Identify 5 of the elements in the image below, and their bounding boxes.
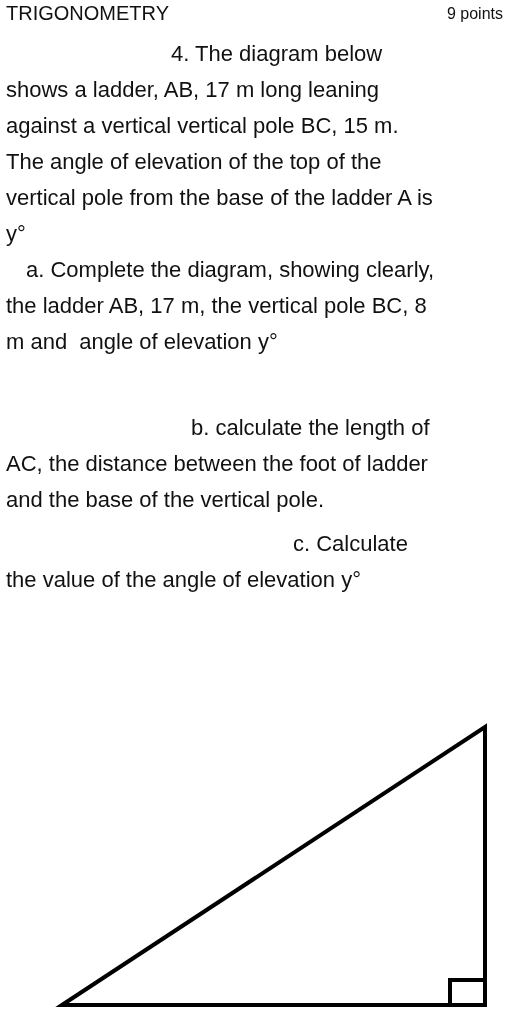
question-text: c. Calculate the value of the angle of elevation y° [6,530,409,594]
points-label: 9 points [446,5,503,23]
page-title: TRIGONOMETRY [6,2,169,25]
question-text: b. calculate the length of AC, the distance between the foot of ladder and the base of the vertical pole. [6,414,431,514]
question-text: a. Complete the diagram, showing clearly, the ladder AB, 17 m, the vertical pole BC, 8 m and angle of elevation y° [6,256,435,356]
